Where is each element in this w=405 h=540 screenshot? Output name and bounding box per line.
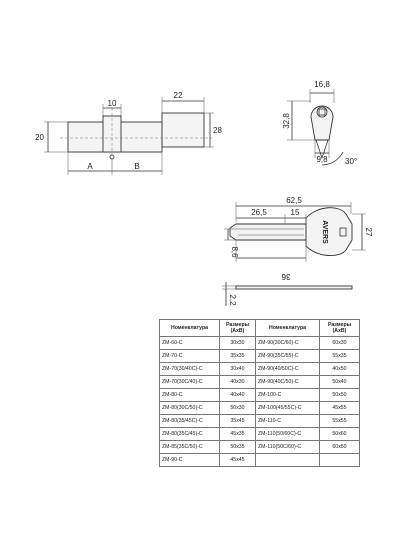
col-header-nomenclature: Номенклатура	[159, 319, 220, 337]
cell-model: ZM-100-C	[255, 388, 320, 402]
col-header-nomenclature: Номенклатура	[255, 319, 320, 337]
cylinder-front-view: 10 22 28 20 A B	[35, 91, 222, 175]
key-view: AVERS 62,5 26,5 15 27 8,6 36	[224, 196, 373, 281]
dim-key-thickness: 2,2	[228, 294, 237, 306]
dim-side-angle: 30°	[345, 157, 357, 166]
cell-size: 40x50	[319, 362, 360, 376]
cell-size: 50x60	[319, 427, 360, 441]
table-header-row: Номенклатура Размеры (АхВ) Номенклатура …	[159, 319, 360, 337]
cell-model: ZM-70(30C/40)-C	[159, 375, 220, 389]
cell-size: 60x50	[319, 440, 360, 454]
dim-side-bottom: 9,8	[316, 155, 328, 164]
cell-size: 45x55	[319, 401, 360, 415]
cell-model: ZM-90(40C/50)-C	[255, 375, 320, 389]
cylinder-turn-knob	[161, 112, 205, 148]
cell-model: ZM-80(35/45C)-C	[159, 414, 220, 428]
cell-size: 50x35	[219, 440, 256, 454]
cell-size: 55x35	[319, 349, 360, 363]
cell-size: 40x30	[219, 375, 256, 389]
dim-key-blade-part: 26,5	[251, 208, 267, 217]
cell-size	[319, 453, 360, 467]
cell-size: 30x30	[219, 336, 256, 350]
cell-model: ZM-110-C	[255, 414, 320, 428]
cell-model: ZM-110(50/60C)-C	[255, 427, 320, 441]
dim-key-blade-length: 36	[281, 272, 290, 281]
key-profile-bar	[235, 285, 353, 290]
col-header-size: Размеры (АхВ)	[319, 319, 360, 337]
dim-cam-width: 10	[108, 99, 117, 108]
dim-side-height: 32,8	[282, 113, 291, 129]
dim-a: A	[87, 162, 93, 171]
technical-drawing: 10 22 28 20 A B 16,8 32,8 9,8 30° AVERS	[35, 80, 373, 306]
cylinder-profile	[310, 105, 334, 141]
dim-key-blade-height: 8,6	[230, 246, 239, 258]
cell-model: ZM-90-C	[159, 453, 220, 467]
key-thickness-view: 2,2	[222, 282, 353, 306]
cell-model: ZM-90(40/50C)-C	[255, 362, 320, 376]
dim-key-neck: 15	[291, 208, 300, 217]
cell-model: ZM-80(35C/45)-C	[159, 427, 220, 441]
cell-model: ZM-60-C	[159, 336, 220, 350]
cell-model: ZM-90(30C/60)-C	[255, 336, 320, 350]
dim-b: B	[134, 162, 139, 171]
cell-size: 60x30	[319, 336, 360, 350]
cell-size: 55x55	[319, 414, 360, 428]
cell-model: ZM-80-C	[159, 388, 220, 402]
key-blade	[229, 223, 307, 241]
cell-size: 45x45	[219, 453, 256, 467]
cell-size: 35x35	[219, 349, 256, 363]
dim-knob-height: 28	[213, 126, 222, 135]
cell-model	[255, 453, 320, 467]
key-bow	[305, 207, 353, 256]
cell-size: 50x50	[319, 388, 360, 402]
cell-model: ZM-70(30/40C)-C	[159, 362, 220, 376]
dim-side-width: 16,8	[314, 80, 330, 89]
cell-model: ZM-110(50C/60)-C	[255, 440, 320, 454]
dim-body-height: 20	[35, 133, 44, 142]
cylinder-side-view: 16,8 32,8 9,8 30°	[282, 80, 357, 166]
dim-key-length: 62,5	[286, 196, 302, 205]
cell-size: 45x35	[219, 427, 256, 441]
col-header-size: Размеры (АхВ)	[219, 319, 256, 337]
cell-size: 35x45	[219, 414, 256, 428]
key-brand-text: AVERS	[321, 220, 328, 244]
cell-model: ZM-85(35C/50)-C	[159, 440, 220, 454]
cell-size: 50x40	[319, 375, 360, 389]
cell-size: 30x40	[219, 362, 256, 376]
dim-key-bow-height: 27	[364, 228, 373, 237]
cell-model: ZM-70-C	[159, 349, 220, 363]
dim-knob-length: 22	[174, 91, 183, 100]
cell-model: ZM-90(35C/55)-C	[255, 349, 320, 363]
cell-model: ZM-100(45/55C)-C	[255, 401, 320, 415]
cell-size: 50x30	[219, 401, 256, 415]
cell-model: ZM-80(30C/50)-C	[159, 401, 220, 415]
cell-size: 40x40	[219, 388, 256, 402]
specification-table: Номенклатура Размеры (АхВ) Номенклатура …	[159, 319, 360, 467]
